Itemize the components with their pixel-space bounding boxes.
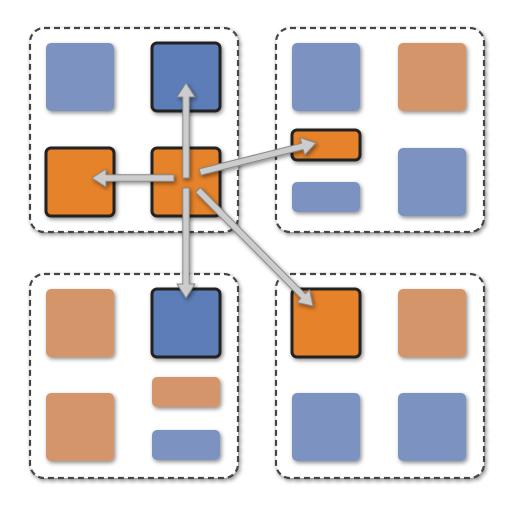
square-tile-br-d bbox=[398, 393, 466, 461]
square-tile-tl-a bbox=[46, 43, 114, 111]
square-tile-tl-c bbox=[44, 146, 116, 218]
square-tile-bl-a bbox=[46, 289, 114, 357]
square-tile-br-c bbox=[292, 393, 360, 461]
square-tile-bl-c bbox=[46, 393, 114, 461]
arrows-layer bbox=[91, 82, 317, 307]
bar-tile-bl-d bbox=[152, 377, 220, 407]
bar-tile-bl-e bbox=[152, 430, 220, 460]
arrow-tl-d-to-tr-c bbox=[198, 137, 317, 176]
square-tile-br-b bbox=[398, 289, 466, 357]
arrow-tl-d-to-tl-b bbox=[176, 82, 196, 179]
square-tile-tr-a bbox=[292, 43, 360, 111]
arrow-tl-d-to-bl-b bbox=[176, 187, 196, 299]
square-tile-tr-e bbox=[398, 148, 466, 216]
arrow-tl-d-to-tl-c bbox=[91, 168, 175, 188]
square-tile-tr-b bbox=[398, 43, 466, 111]
bar-tile-tr-c bbox=[290, 128, 362, 162]
square-tile-br-a bbox=[290, 287, 362, 359]
square-tile-bl-b bbox=[150, 287, 222, 359]
bar-tile-tr-d bbox=[292, 182, 360, 212]
arrow-tl-d-to-br-a bbox=[195, 187, 314, 307]
